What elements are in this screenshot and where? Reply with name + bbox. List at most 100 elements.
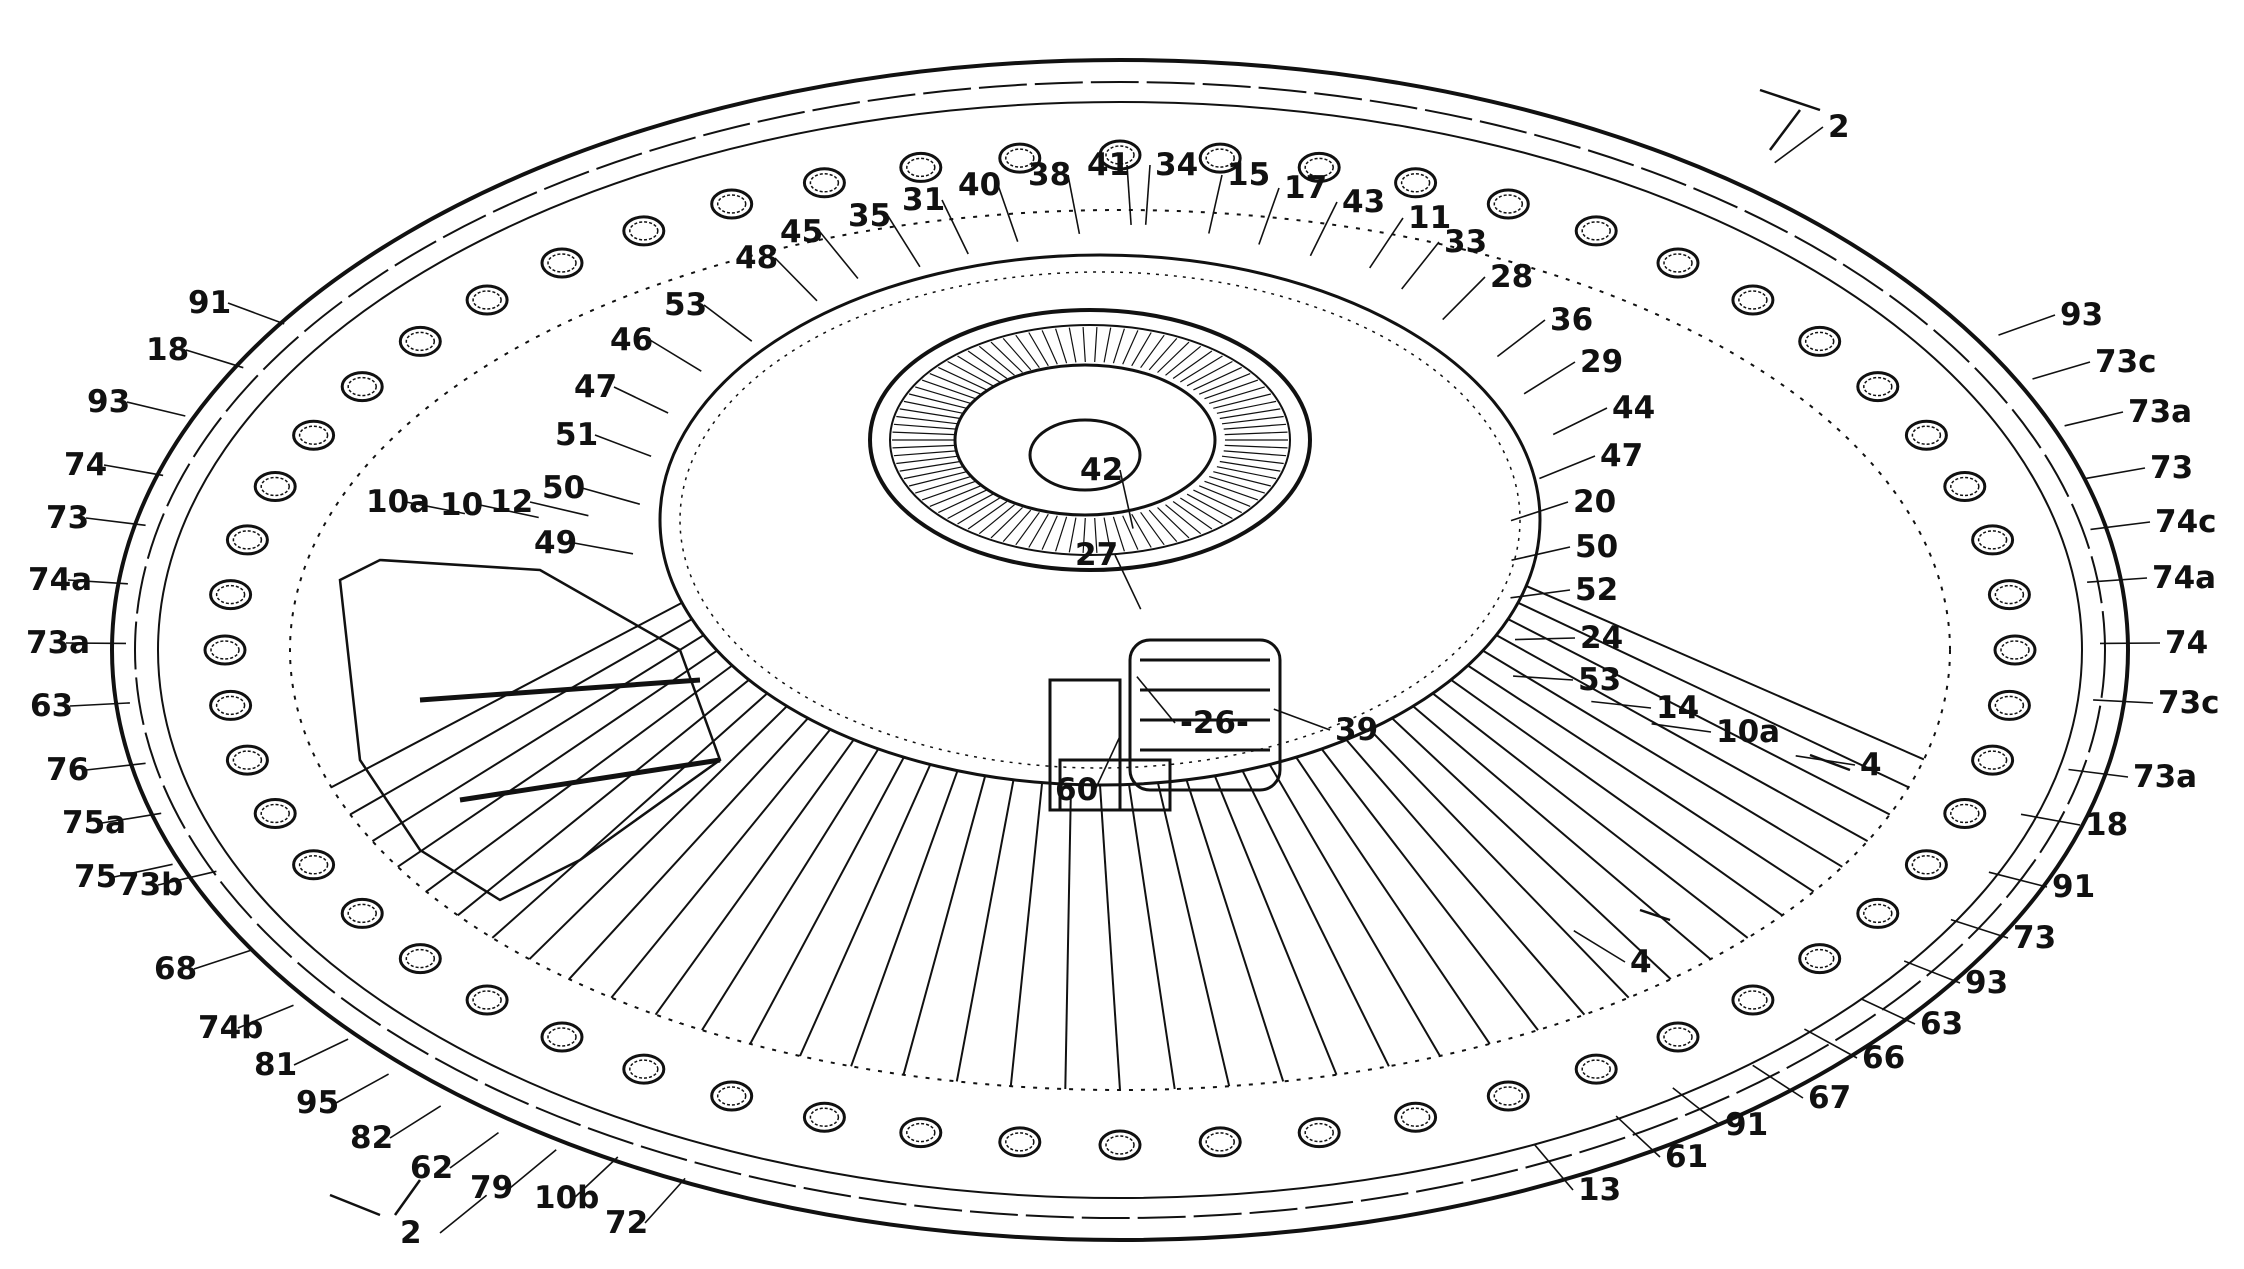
bolt-hole bbox=[225, 524, 269, 556]
bolt-hole bbox=[998, 1126, 1042, 1158]
label-14: 14 bbox=[1656, 690, 1699, 726]
bolt-hole bbox=[465, 284, 509, 316]
leader-line bbox=[1258, 187, 1280, 245]
turbine-blade bbox=[1165, 345, 1202, 376]
turbine-blade bbox=[1055, 516, 1068, 552]
label-81: 81 bbox=[254, 1047, 297, 1083]
label-93-right: 93 bbox=[2060, 297, 2103, 333]
leader-line bbox=[157, 870, 217, 886]
label-91-right: 91 bbox=[2052, 869, 2095, 905]
bolt-hole bbox=[398, 325, 442, 357]
compartment-divider bbox=[955, 779, 1015, 1082]
turbine-blade bbox=[1002, 509, 1032, 542]
turbine-blade bbox=[1224, 431, 1288, 436]
compartment-divider bbox=[425, 664, 733, 893]
bolt-hole-hatch bbox=[1400, 1107, 1431, 1127]
bolt-hole bbox=[1098, 1129, 1142, 1161]
turbine-blade bbox=[1223, 423, 1287, 430]
label-74c: 74c bbox=[2155, 504, 2217, 540]
bolt-hole-hatch bbox=[547, 1027, 577, 1047]
outer-disc bbox=[110, 58, 2130, 1242]
bolt-hole bbox=[1971, 744, 2015, 776]
turbine-blade bbox=[1112, 328, 1125, 364]
leader-line bbox=[1496, 319, 1546, 358]
compartment-divider bbox=[1185, 779, 1285, 1082]
bolt-hole bbox=[998, 142, 1042, 174]
turbine-blade bbox=[915, 476, 971, 494]
turbine-blade bbox=[1209, 386, 1265, 404]
leader-line bbox=[113, 863, 173, 878]
turbine-blade bbox=[1015, 511, 1040, 546]
bolt-hole-hatch bbox=[1977, 530, 2008, 550]
label-46: 46 bbox=[610, 322, 653, 358]
leader-line bbox=[1511, 546, 1571, 561]
label-24: 24 bbox=[1580, 620, 1623, 656]
bolt-hole-hatch bbox=[1493, 1086, 1524, 1106]
turbine-blade bbox=[896, 455, 959, 465]
turbine-blade bbox=[1193, 366, 1242, 391]
bolt-hole-hatch bbox=[906, 1122, 936, 1143]
bolt-hole bbox=[1856, 897, 1900, 929]
bolt-hole-hatch bbox=[1105, 145, 1135, 165]
leader-line bbox=[1510, 589, 1571, 599]
hub-housing bbox=[658, 253, 1542, 787]
leader-line bbox=[193, 949, 252, 970]
compartment-divider bbox=[1482, 649, 1843, 868]
label-11: 11 bbox=[1408, 200, 1451, 236]
label-61: 61 bbox=[1665, 1139, 1708, 1175]
compartment-divider bbox=[1517, 601, 1910, 789]
leader-line bbox=[644, 1177, 686, 1224]
leader-line bbox=[1573, 930, 1626, 963]
bolt-hole bbox=[1098, 139, 1142, 171]
turbine-blade bbox=[1122, 330, 1139, 365]
leader-line bbox=[1998, 314, 2056, 336]
leader-line bbox=[85, 517, 146, 527]
turbine-blade bbox=[938, 366, 987, 391]
reference-labels: 2 2 4 4 91 18 93 74 73 74a 73a 63 76 75a… bbox=[26, 109, 2220, 1251]
turbine-blade bbox=[938, 489, 987, 514]
turbine-blade bbox=[1172, 350, 1213, 379]
leader-line bbox=[1950, 918, 2009, 939]
leader-line bbox=[1126, 164, 1132, 225]
bolt-hole-hatch bbox=[215, 584, 246, 605]
turbine-blade bbox=[1041, 330, 1058, 365]
bolt-hole bbox=[253, 798, 297, 829]
label-73-left: 73 bbox=[46, 500, 89, 536]
leader-line bbox=[1401, 241, 1440, 290]
label-62: 62 bbox=[410, 1150, 453, 1186]
label-68: 68 bbox=[154, 951, 197, 987]
turbine-blade bbox=[929, 485, 982, 507]
turbine-blade bbox=[1094, 327, 1098, 363]
bolt-hole bbox=[1798, 943, 1842, 975]
bolt-hole bbox=[1198, 1126, 1242, 1158]
label-28: 28 bbox=[1490, 259, 1533, 295]
label-52: 52 bbox=[1575, 572, 1618, 608]
turbine-blade bbox=[1193, 489, 1242, 514]
bolt-hole bbox=[899, 151, 943, 183]
bolt-hole bbox=[899, 1117, 943, 1149]
bolt-hole-hatch bbox=[629, 1059, 659, 1079]
label-75: 75 bbox=[74, 859, 117, 895]
turbine-blade bbox=[1103, 327, 1112, 363]
compartment-divider bbox=[1241, 770, 1390, 1067]
turbine-blade bbox=[947, 493, 994, 520]
compartment-divider bbox=[1213, 775, 1338, 1076]
bolt-hole-hatch bbox=[1205, 1132, 1235, 1152]
label-44: 44 bbox=[1612, 390, 1655, 426]
turbine-blade bbox=[921, 379, 976, 400]
bolt-hole-hatch bbox=[215, 695, 246, 716]
label-36: 36 bbox=[1550, 302, 1593, 338]
leader-line bbox=[774, 257, 818, 302]
label-75a: 75a bbox=[62, 805, 126, 841]
label-20: 20 bbox=[1573, 484, 1616, 520]
leader-line bbox=[1144, 164, 1151, 225]
label-41: 41 bbox=[1087, 147, 1130, 183]
label-79: 79 bbox=[470, 1170, 513, 1206]
bolt-hole-ring bbox=[203, 139, 2037, 1161]
bolt-hole bbox=[622, 1053, 666, 1085]
turbine-blade bbox=[1179, 497, 1223, 525]
bolt-hole-hatch bbox=[1738, 990, 1768, 1010]
leader-line bbox=[1369, 217, 1404, 269]
leader-line bbox=[887, 215, 921, 268]
bolt-hole bbox=[340, 371, 384, 403]
